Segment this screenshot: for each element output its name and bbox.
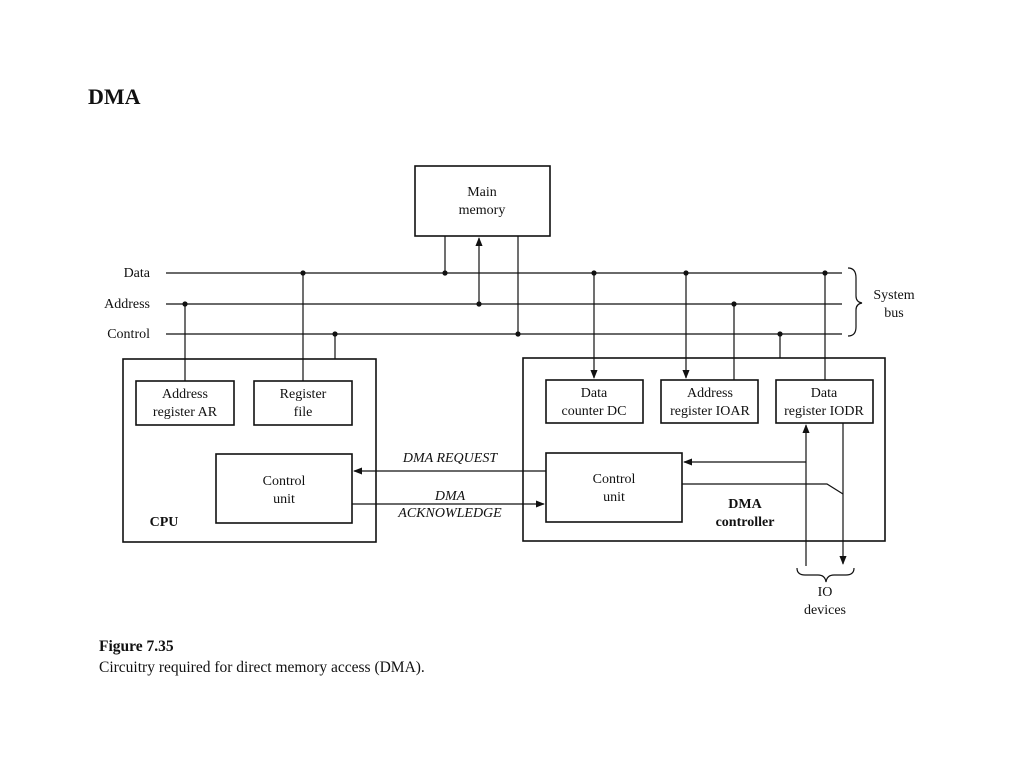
control-bus-label: Control [107, 327, 150, 342]
dma-ioar-data-junction [683, 270, 689, 276]
memory-control-junction [515, 331, 521, 337]
figure-caption: Figure 7.35 Circuitry required for direc… [99, 636, 425, 678]
cpu-label: CPU [150, 515, 179, 530]
cpu-regfile-data-junction [300, 270, 306, 276]
dma-address-register-box [660, 379, 759, 424]
io-devices-label-line2: devices [804, 603, 846, 618]
dma-control-unit-box [545, 452, 683, 523]
figure-number: Figure 7.35 [99, 638, 174, 655]
io-devices-label-line1: IO [818, 585, 833, 600]
dma-acknowledge-label-line2: ACKNOWLEDGE [397, 506, 502, 521]
dma-controller-label-line1: DMA [728, 497, 762, 512]
dma-control-unit-line1: Control [593, 472, 636, 487]
dma-data-counter-line1: Data [581, 386, 608, 401]
address-bus-label: Address [104, 297, 150, 312]
dma-acknowledge-label-line1: DMA [434, 489, 466, 504]
cpu-ar-address-junction [182, 301, 188, 307]
dma-ioar-address-junction [731, 301, 737, 307]
cpu-address-register-line2: register AR [153, 405, 218, 420]
cpu-address-register-line1: Address [162, 387, 208, 402]
data-bus-label: Data [124, 266, 151, 281]
dma-address-register-line1: Address [687, 386, 733, 401]
dma-controller-label-line2: controller [716, 515, 775, 530]
dma-request-label: DMA REQUEST [402, 451, 498, 466]
cpu-control-junction [332, 331, 338, 337]
cpu-control-unit-line1: Control [263, 474, 306, 489]
dma-address-register-line2: register IOAR [670, 404, 750, 419]
memory-data-junction [442, 270, 448, 276]
cpu-register-file-box [253, 380, 353, 426]
system-bus-brace [847, 267, 863, 337]
memory-address-junction [476, 301, 482, 307]
dma-dc-data-junction [591, 270, 597, 276]
main-memory-label-line1: Main [467, 185, 497, 200]
main-memory-box [414, 165, 551, 237]
slide-title: DMA [88, 84, 141, 109]
cpu-control-unit-box [215, 453, 353, 524]
dma-data-register-line2: register IODR [784, 404, 864, 419]
figure-caption-text: Circuitry required for direct memory acc… [99, 659, 425, 676]
system-bus-label-line1: System [873, 288, 914, 303]
cpu-register-file-line2: file [294, 405, 313, 420]
cpu-control-unit-line2: unit [273, 492, 295, 507]
cpu-register-file-line1: Register [280, 387, 327, 402]
system-bus-label-line2: bus [884, 306, 903, 321]
dma-data-counter-box [545, 379, 644, 424]
control-unit-io-out-link [682, 483, 844, 495]
dma-data-counter-line2: counter DC [562, 404, 627, 419]
dma-iodr-data-junction [822, 270, 828, 276]
io-devices-brace [796, 567, 855, 583]
main-memory-label-line2: memory [459, 203, 506, 218]
dma-control-junction [777, 331, 783, 337]
dma-control-unit-line2: unit [603, 490, 625, 505]
dma-data-register-line1: Data [811, 386, 838, 401]
